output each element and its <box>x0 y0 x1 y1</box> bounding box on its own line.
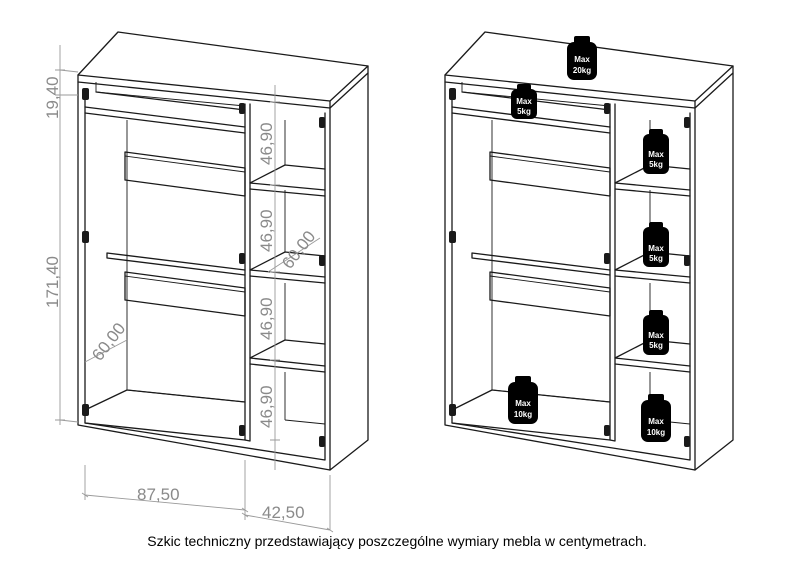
caption: Szkic techniczny przedstawiający poszcze… <box>147 533 647 549</box>
weight-value: 10kg <box>514 410 532 419</box>
right-side-panel <box>694 72 734 471</box>
hinge-icon <box>82 231 89 243</box>
weight-label: Max <box>515 399 531 408</box>
hinge-icon <box>604 425 610 436</box>
weight-value: 5kg <box>517 107 531 116</box>
weight-label: Max <box>516 97 532 106</box>
weight-value: 5kg <box>649 341 663 350</box>
hinge-icon <box>449 88 456 100</box>
left-divider <box>244 103 251 442</box>
hinge-icon <box>684 255 690 266</box>
right-wardrobe <box>444 31 734 471</box>
weight-label: Max <box>574 55 590 64</box>
weight-label: Max <box>648 150 664 159</box>
weight-value: 5kg <box>649 160 663 169</box>
hinge-icon <box>684 436 690 447</box>
weight-icon-shelf-2: Max 5kg <box>643 222 669 267</box>
left-wardrobe <box>77 31 369 471</box>
right-divider <box>609 103 616 442</box>
hinge-icon <box>319 117 325 128</box>
left-front-frame <box>77 81 331 471</box>
dim-shelf-2: 46,90 <box>257 209 276 252</box>
weight-icon-top-shelf: Max 5kg <box>511 84 537 119</box>
left-side-panel <box>329 72 369 471</box>
left-drawer-upper <box>124 151 246 197</box>
dim-depth-right: 60,00 <box>278 227 319 272</box>
left-right-shelf-1 <box>249 164 326 197</box>
right-drawer-lower <box>489 271 611 317</box>
weight-label: Max <box>648 331 664 340</box>
dim-shelf-3: 46,90 <box>257 297 276 340</box>
left-hanging-rail <box>106 252 246 276</box>
weight-icon-bottom-left: Max 10kg <box>508 376 538 424</box>
dim-width-right: 42,50 <box>262 503 305 522</box>
hinge-icon <box>319 436 325 447</box>
weight-label: Max <box>648 244 664 253</box>
hinge-icon <box>82 404 89 416</box>
right-front-frame <box>444 81 696 471</box>
weight-icon-bottom-right: Max 10kg <box>641 394 671 442</box>
hinge-icon <box>82 88 89 100</box>
weight-value: 20kg <box>573 66 591 75</box>
hinge-icon <box>239 253 245 264</box>
dim-body-height: 171,40 <box>43 256 62 308</box>
right-drawer-upper <box>489 151 611 197</box>
dim-top-gap: 19,40 <box>43 76 62 119</box>
hinge-icon <box>604 103 610 114</box>
dim-width-left: 87,50 <box>137 485 180 504</box>
hinge-icon <box>239 103 245 114</box>
hinge-icon <box>604 253 610 264</box>
dim-shelf-4: 46,90 <box>257 385 276 428</box>
weight-icon-top: Max 20kg <box>567 36 597 80</box>
left-right-shelf-3 <box>249 339 326 373</box>
dimension-lines <box>55 45 334 533</box>
weight-value: 10kg <box>647 428 665 437</box>
left-drawer-lower <box>124 271 246 317</box>
hinge-icon <box>449 231 456 243</box>
weight-icon-shelf-1: Max 5kg <box>643 129 669 174</box>
hinge-icon <box>449 404 456 416</box>
hinge-icon <box>319 255 325 266</box>
left-top-slab <box>77 31 369 102</box>
hinge-icon <box>684 117 690 128</box>
left-bottom-shelf <box>84 389 246 441</box>
dim-shelf-1: 46,90 <box>257 122 276 165</box>
weight-label: Max <box>648 417 664 426</box>
right-hanging-rail <box>471 252 611 276</box>
weight-icon-shelf-3: Max 5kg <box>643 310 669 355</box>
hinge-icon <box>239 425 245 436</box>
weight-value: 5kg <box>649 254 663 263</box>
left-top-shelf <box>84 91 246 134</box>
